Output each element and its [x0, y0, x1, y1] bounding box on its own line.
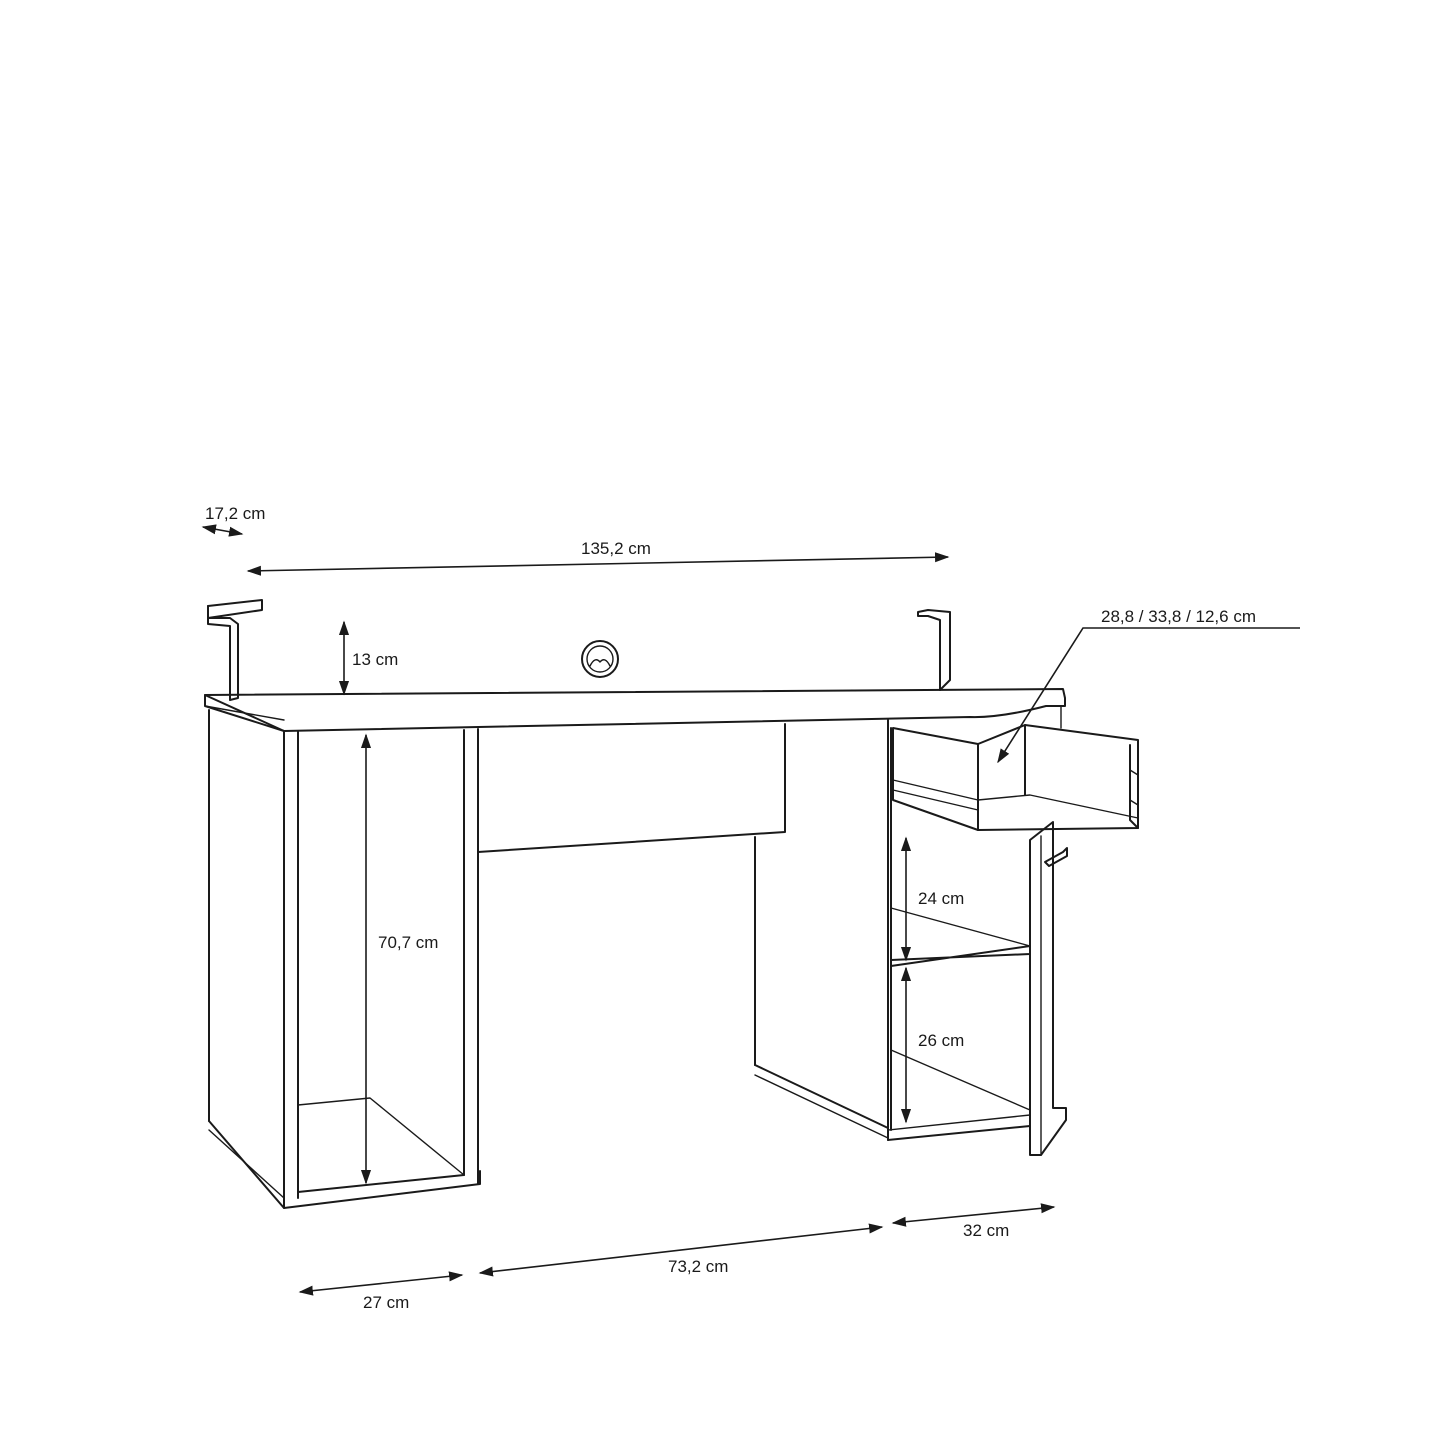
modesty-panel	[477, 723, 889, 1139]
hutch	[207, 599, 951, 701]
drawer	[892, 705, 1139, 831]
left-pedestal	[208, 709, 481, 1209]
door-handle-icon	[1044, 847, 1068, 867]
middle-width-label: 73,2 cm	[668, 1257, 728, 1276]
leg-height-label: 70,7 cm	[378, 933, 438, 952]
right-pedestal	[887, 719, 1031, 1141]
depth-top-label: 17,2 cm	[205, 504, 265, 523]
width-total-label: 135,2 cm	[581, 539, 651, 558]
desk-top	[204, 688, 1066, 732]
cable-grommet-icon	[581, 640, 619, 678]
drawer-dimension-label: 28,8 / 33,8 / 12,6 cm	[1101, 607, 1256, 626]
hutch-height-label: 13 cm	[352, 650, 398, 669]
right-width-label: 32 cm	[963, 1221, 1009, 1240]
shelf-upper-label: 24 cm	[918, 889, 964, 908]
left-width-label: 27 cm	[363, 1293, 409, 1312]
dimension-lines	[201, 524, 1300, 1296]
cabinet-door	[1029, 821, 1068, 1156]
shelf-lower-label: 26 cm	[918, 1031, 964, 1050]
